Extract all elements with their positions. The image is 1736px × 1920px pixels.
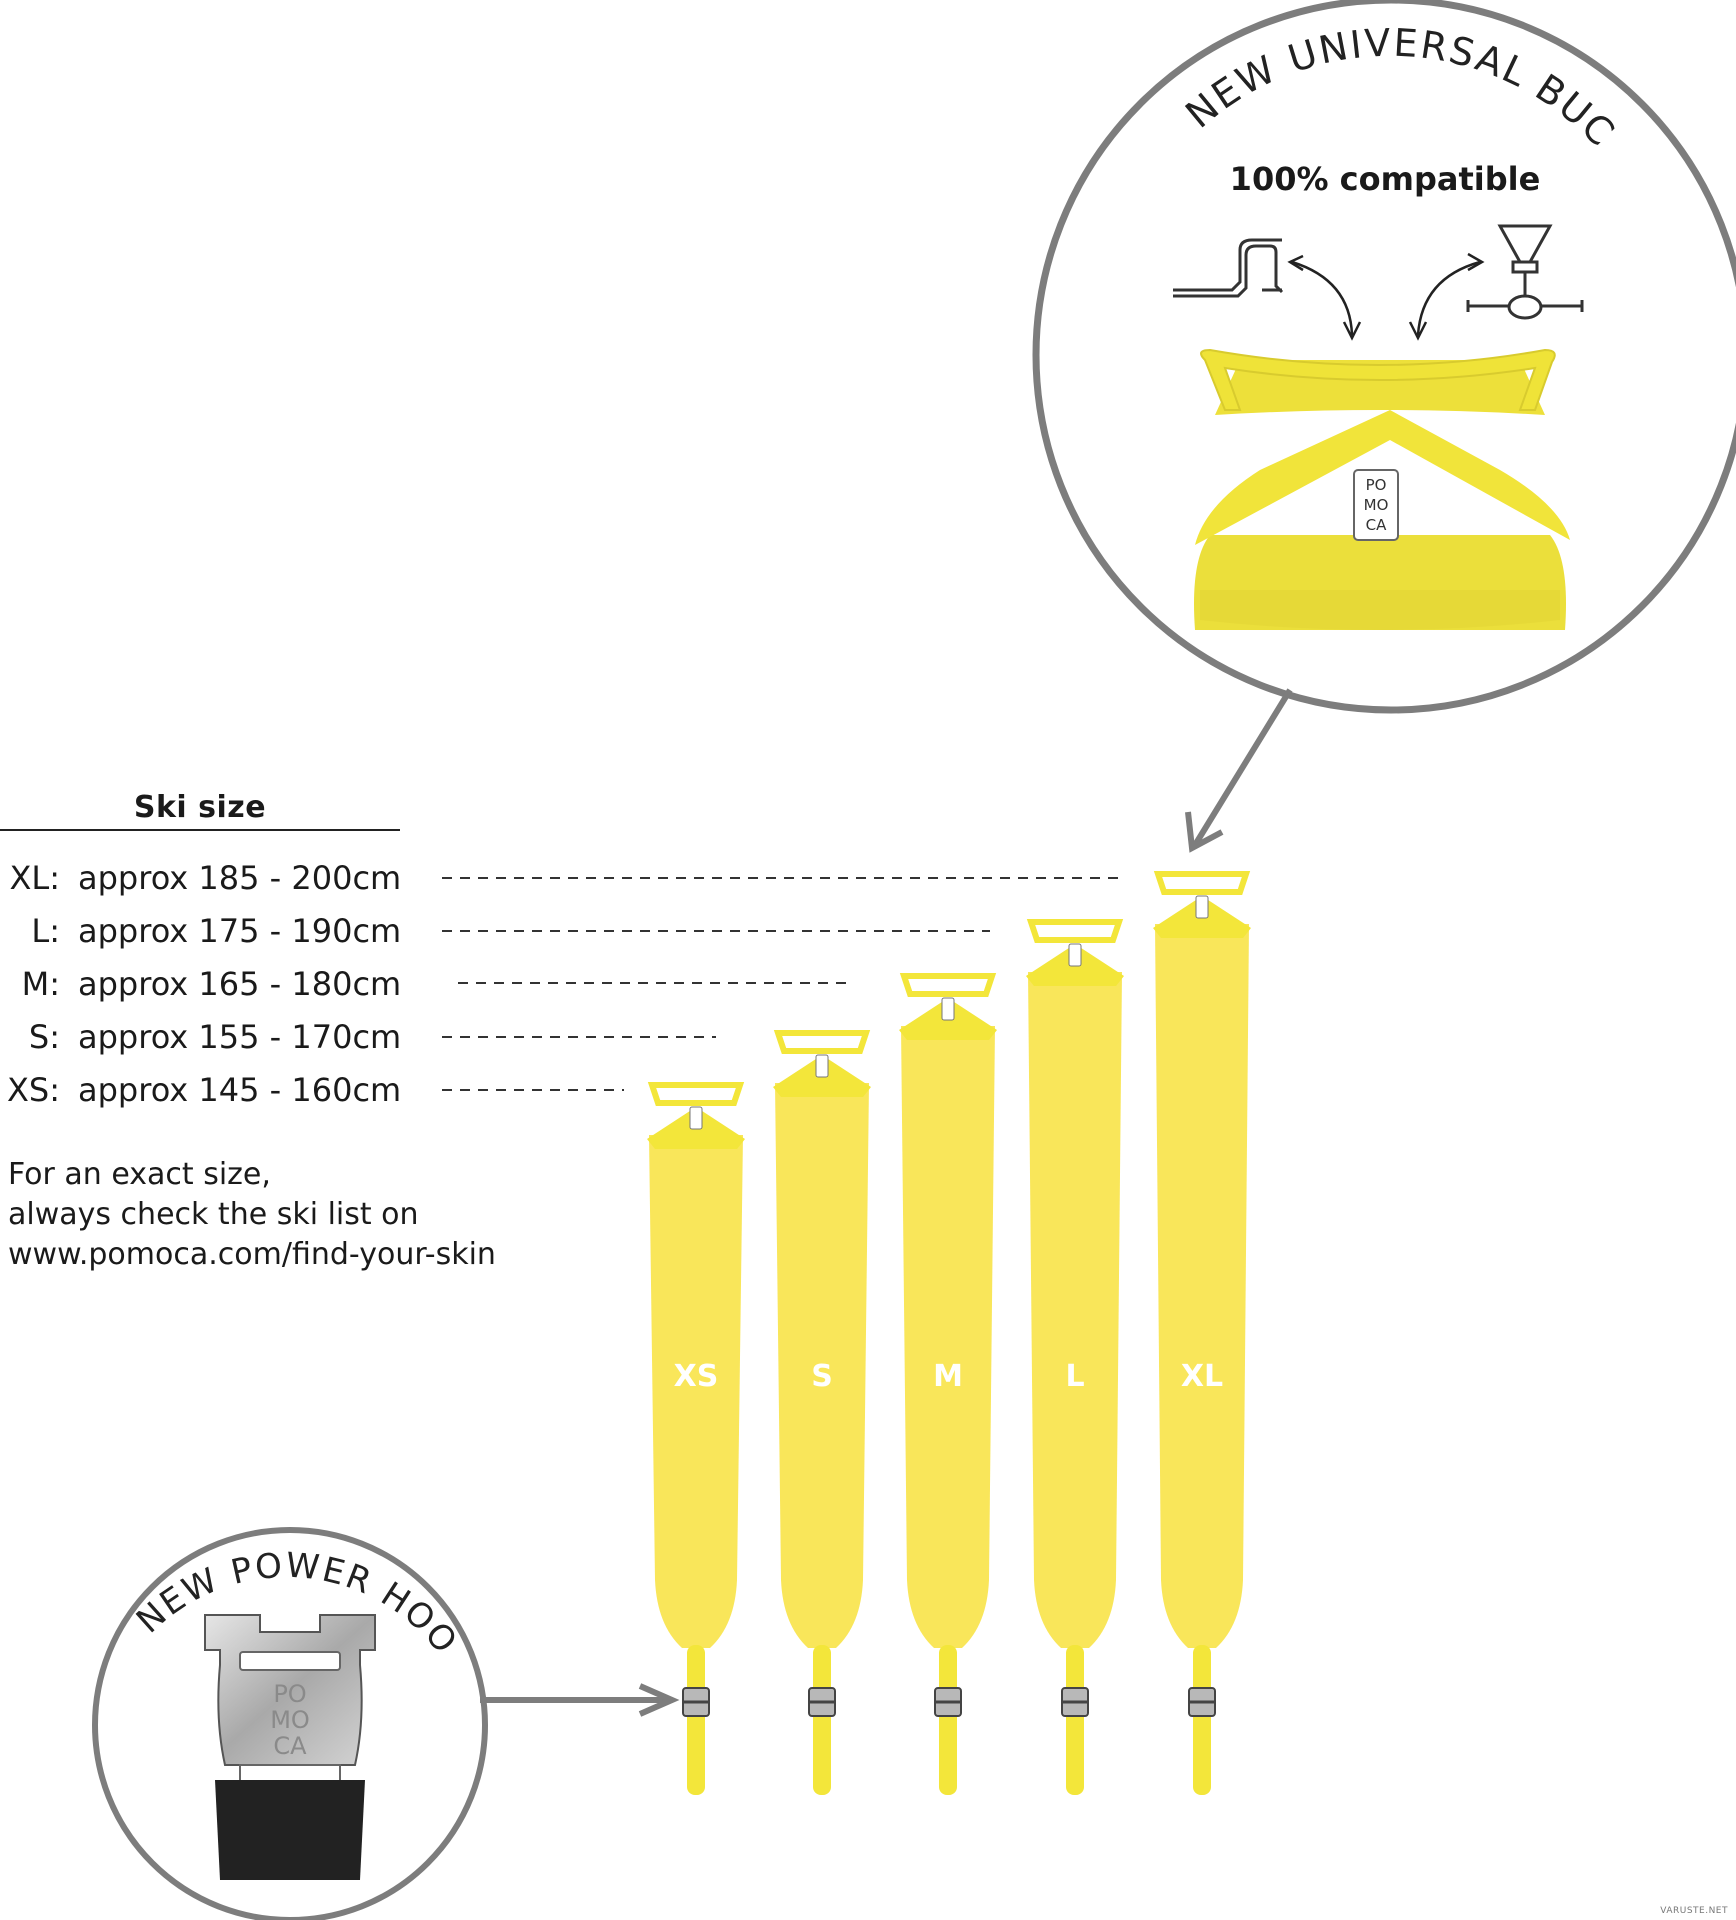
buckle-brand-plate <box>1353 469 1399 541</box>
buckle-brand-line3: CA <box>1366 516 1387 534</box>
skin-size-label: L <box>1065 1359 1084 1394</box>
note-link[interactable]: www.pomoca.com/find-your-skin <box>8 1237 496 1272</box>
tip-brand-plate <box>689 1106 703 1130</box>
tip-buckle-loop <box>899 973 997 997</box>
size-range: approx 145 - 160cm <box>78 1071 402 1109</box>
size-code: S: <box>28 1018 60 1056</box>
skin-body <box>1028 972 1122 1648</box>
tip-buckle-loop <box>647 1082 745 1106</box>
note-line: always check the ski list on <box>8 1197 419 1232</box>
size-table-title: Ski size <box>133 790 267 825</box>
size-row-xl: XL: approx 185 - 200cm <box>0 856 401 900</box>
skin-m: M <box>899 973 997 1795</box>
size-table-divider <box>0 829 400 831</box>
skin-body <box>901 1026 995 1648</box>
tail-strap <box>939 1645 957 1795</box>
skin-size-label: S <box>811 1359 833 1394</box>
buckle-brand-line2: MO <box>1364 496 1389 514</box>
hook-brand-line2: MO <box>270 1706 310 1734</box>
size-range: approx 185 - 200cm <box>78 859 402 897</box>
skin-xl: XL <box>1153 871 1251 1795</box>
tip-buckle-loop <box>1153 871 1251 895</box>
skin-l: L <box>1026 919 1124 1795</box>
skin-s: S <box>773 1030 871 1795</box>
skin-size-label: XL <box>1181 1359 1223 1394</box>
size-range: approx 155 - 170cm <box>78 1018 402 1056</box>
tail-strap <box>1193 1645 1211 1795</box>
watermark: VARUSTE.NET <box>1660 1906 1728 1916</box>
hook-callout: NEW POWER HOOK PO MO CA <box>0 0 680 1920</box>
buckle-brand-line1: PO <box>1366 476 1387 494</box>
callout-arrow-to-xl <box>1185 688 1293 853</box>
skin-size-label: XS <box>674 1359 719 1394</box>
size-code: XL: <box>9 859 60 897</box>
note-line: For an exact size, <box>8 1157 271 1192</box>
ski-tip-profile-icon <box>1173 238 1284 298</box>
size-row-m: M: approx 165 - 180cm <box>0 962 402 1006</box>
size-code: M: <box>21 965 60 1003</box>
tip-buckle-loop <box>1026 919 1124 943</box>
size-code: XS: <box>6 1071 60 1109</box>
skin-body <box>775 1083 869 1648</box>
skin-body <box>1155 924 1249 1648</box>
skin-size-label: M <box>933 1359 963 1394</box>
size-row-s: S: approx 155 - 170cm <box>0 1015 401 1059</box>
tip-brand-plate <box>941 997 955 1021</box>
tail-strap <box>1066 1645 1084 1795</box>
hook-strap <box>215 1780 365 1880</box>
callout-arrow-to-xs <box>480 1683 680 1717</box>
exact-size-note: For an exact size, always check the ski … <box>8 1155 496 1275</box>
buckle-callout: NEW UNIVERSAL BUCKLE <box>0 0 1736 853</box>
tail-strap <box>687 1645 705 1795</box>
size-range: approx 175 - 190cm <box>78 912 402 950</box>
tail-strap <box>813 1645 831 1795</box>
tip-buckle-loop <box>773 1030 871 1054</box>
size-range: approx 165 - 180cm <box>78 965 402 1003</box>
hook-brand-line1: PO <box>273 1680 306 1708</box>
tip-brand-plate <box>1195 895 1209 919</box>
hook-callout-title: NEW POWER HOOK <box>0 0 466 1662</box>
tip-brand-plate <box>1068 943 1082 967</box>
hook-brand-line3: CA <box>273 1732 307 1760</box>
compatibility-arrow-left-icon <box>1287 254 1362 341</box>
size-row-xs: XS: approx 145 - 160cm <box>0 1068 401 1112</box>
tip-brand-plate <box>815 1054 829 1078</box>
compatibility-arrow-right-icon <box>1408 252 1485 341</box>
size-guide-lines <box>442 877 1125 1091</box>
skin-xs: XS <box>647 1082 745 1795</box>
skin-body <box>649 1135 743 1648</box>
skins-group: XS S M L XL <box>647 871 1251 1795</box>
power-hook-illustration: PO MO CA <box>204 1614 376 1880</box>
buckle-compatibility-text: 100% compatible <box>1229 160 1541 198</box>
universal-buckle-illustration: PO MO CA <box>1194 348 1570 630</box>
pin-binding-icon <box>1466 224 1584 320</box>
size-code: L: <box>31 912 60 950</box>
size-row-l: L: approx 175 - 190cm <box>0 909 401 953</box>
